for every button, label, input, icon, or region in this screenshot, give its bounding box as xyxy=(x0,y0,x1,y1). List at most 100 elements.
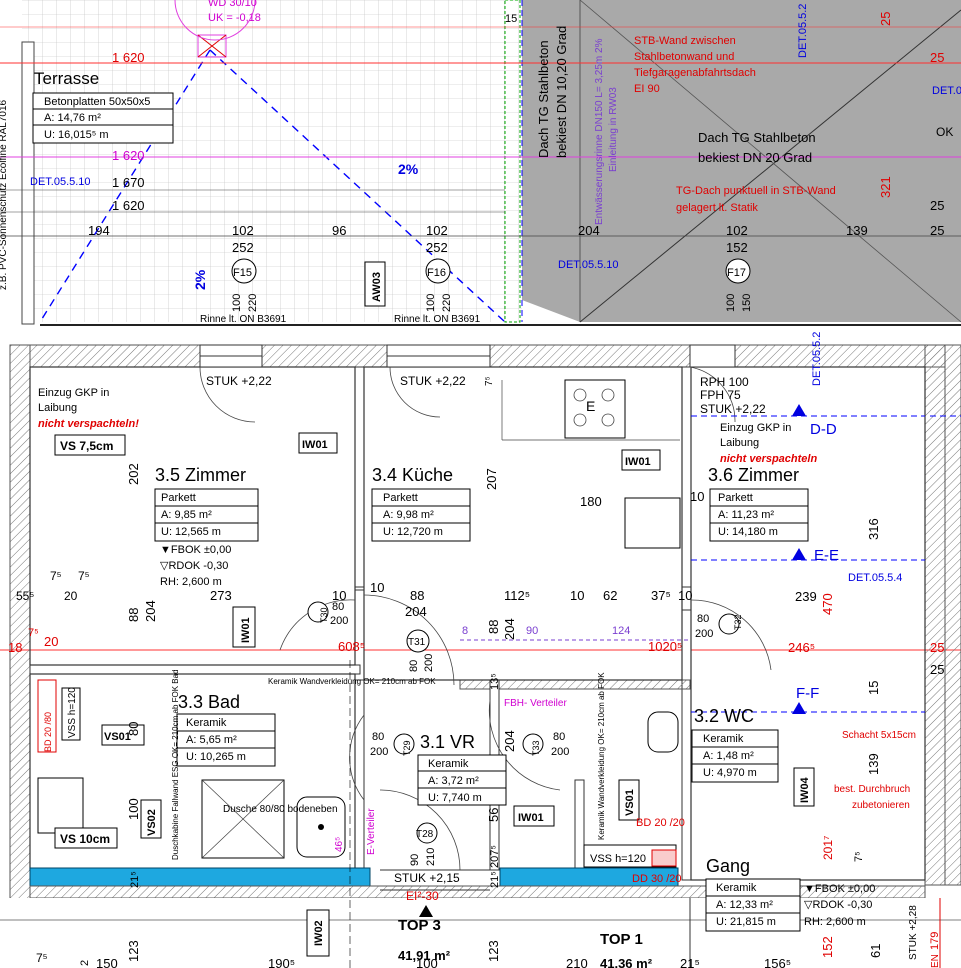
bad-vss: VSS h=120 xyxy=(67,687,78,738)
bad-vs01: VS01 xyxy=(104,731,131,743)
bad-bd: BD 20 /80 xyxy=(43,712,53,752)
zimmer35-mat: Parkett xyxy=(161,492,196,504)
iw01-d: IW01 xyxy=(518,812,544,824)
mid-1125: 112⁵ xyxy=(504,588,530,603)
mid-204c: 204 xyxy=(502,618,517,640)
gang-per: U: 21,815 m xyxy=(716,916,776,928)
vr-ever: E-Verteiler xyxy=(366,808,377,855)
mid-62: 62 xyxy=(603,588,617,603)
t30-name: T30 xyxy=(319,607,329,623)
b-123a: 123 xyxy=(126,940,141,962)
dim-2465: 246⁵ xyxy=(788,640,815,655)
wandverk-1: Keramik Wandverkleidung OK= 210cm ab FOK xyxy=(268,677,436,686)
b-123b: 123 xyxy=(486,940,501,962)
f15-b: 220 xyxy=(247,294,259,312)
dim-25d: 25 xyxy=(878,12,893,26)
zimmer35-area: A: 9,85 m² xyxy=(161,509,212,521)
fph: FPH 75 xyxy=(700,388,741,402)
t31-name: T31 xyxy=(408,637,426,648)
entw-1: Entwässerungsrinne DN150 L= 3,25m 2% xyxy=(594,38,605,225)
dim-25b: 25 xyxy=(930,198,944,213)
kueche-title: 3.4 Küche xyxy=(372,465,453,485)
kueche-mat: Parkett xyxy=(383,492,418,504)
t32-name: T32 xyxy=(733,614,743,630)
mid-204a: 204 xyxy=(143,600,158,622)
b-stuk2: STUK +2,28 xyxy=(908,905,919,960)
wc-139: 139 xyxy=(866,753,881,775)
terrace-title: Terrasse xyxy=(34,69,99,88)
top1: TOP 1 xyxy=(600,931,643,948)
wc-schacht: Schacht 5x15cm xyxy=(842,730,916,741)
gang-title: Gang xyxy=(706,856,750,876)
roof-area xyxy=(522,0,961,322)
wc-iw04: IW04 xyxy=(799,776,811,803)
t29-name: T29 xyxy=(402,740,412,756)
rph: RPH 100 xyxy=(700,375,749,389)
b-1565: 156⁵ xyxy=(764,956,791,968)
dim-207: 207 xyxy=(484,468,499,490)
dim-204: 204 xyxy=(578,223,600,238)
mid-88a: 88 xyxy=(126,608,141,622)
wc-dd: DD 30 /20 xyxy=(632,873,682,885)
wandverk-2: Keramik Wandverkleidung OK= 210cm ab FOK xyxy=(597,672,606,840)
vs-75: VS 7,5cm xyxy=(60,439,113,453)
mid-20a: 20 xyxy=(64,589,78,603)
wc-per: U: 4,970 m xyxy=(703,767,757,779)
t28-name: T28 xyxy=(416,829,434,840)
iw01-c: IW01 xyxy=(240,617,252,643)
dim-102c: 102 xyxy=(726,223,748,238)
t29-a: 80 xyxy=(372,731,384,743)
dim-139: 139 xyxy=(846,223,868,238)
entw-2: Einleitung in RW03 xyxy=(608,87,619,172)
mid-75b: 7⁵ xyxy=(78,569,90,583)
bad-dusche: Dusche 80/80 bodeneben xyxy=(223,804,338,815)
det-0552: DET.05.5.2 xyxy=(797,4,809,58)
b-215b: 21⁵ xyxy=(489,871,501,888)
bad-vs10: VS 10cm xyxy=(60,832,110,846)
b-215a: 21⁵ xyxy=(129,871,141,888)
iw01-b: IW01 xyxy=(625,456,651,468)
mid-88c: 88 xyxy=(486,620,501,634)
tag-aw03: AW03 xyxy=(371,272,383,302)
t29-b: 200 xyxy=(370,746,388,758)
f16-b: 220 xyxy=(441,294,453,312)
wc-mat: Keramik xyxy=(703,733,744,745)
gang-area: A: 12,33 m² xyxy=(716,899,773,911)
b-150: 150 xyxy=(96,956,118,968)
b-215c: 21⁵ xyxy=(680,956,700,968)
mid-10c: 10 xyxy=(570,588,584,603)
dim-252b: 252 xyxy=(426,240,448,255)
wc-vs01: VS01 xyxy=(624,789,636,816)
bad-100: 100 xyxy=(126,798,141,820)
dim-180: 180 xyxy=(580,494,602,509)
zimmer36-area: A: 11,23 m² xyxy=(718,509,774,521)
dim-1670: 1 670 xyxy=(112,175,145,190)
uk-label: UK = -0,18 xyxy=(208,12,261,24)
tag-f16: F16 xyxy=(427,267,446,279)
t31-a: 80 xyxy=(408,660,420,672)
gkp-right-1: Einzug GKP in xyxy=(720,422,791,434)
kueche-area: A: 9,98 m² xyxy=(383,509,434,521)
zimmer36-per: U: 14,180 m xyxy=(718,526,778,538)
mid-124: 124 xyxy=(612,625,630,637)
dim-102a: 102 xyxy=(232,223,254,238)
stuk-3: STUK +2,22 xyxy=(700,402,766,416)
vr-per: U: 7,740 m xyxy=(428,792,482,804)
bad-80: 80 xyxy=(126,722,141,736)
mid-75a: 7⁵ xyxy=(50,569,62,583)
mid-10d: 10 xyxy=(678,588,692,603)
bad-per: U: 10,265 m xyxy=(186,751,246,763)
top1-area: 41,36 m² xyxy=(600,956,653,968)
tag-f15: F15 xyxy=(233,267,252,279)
dim-202: 202 xyxy=(126,463,141,485)
gang-fbok: ▼FBOK ±0,00 xyxy=(804,883,875,895)
kitchen-e: E xyxy=(586,398,595,414)
dim-25a: 25 xyxy=(930,223,944,238)
sunshade-note: z.B. PVC-Sonnenschutz Ecolfine RAL7016 xyxy=(0,99,9,290)
dim-75-top: 7⁵ xyxy=(484,376,495,386)
mid-273: 273 xyxy=(210,588,232,603)
gkp-left-2: Laibung xyxy=(38,402,77,414)
slope-2: 2% xyxy=(192,269,208,290)
dim-252a: 252 xyxy=(232,240,254,255)
